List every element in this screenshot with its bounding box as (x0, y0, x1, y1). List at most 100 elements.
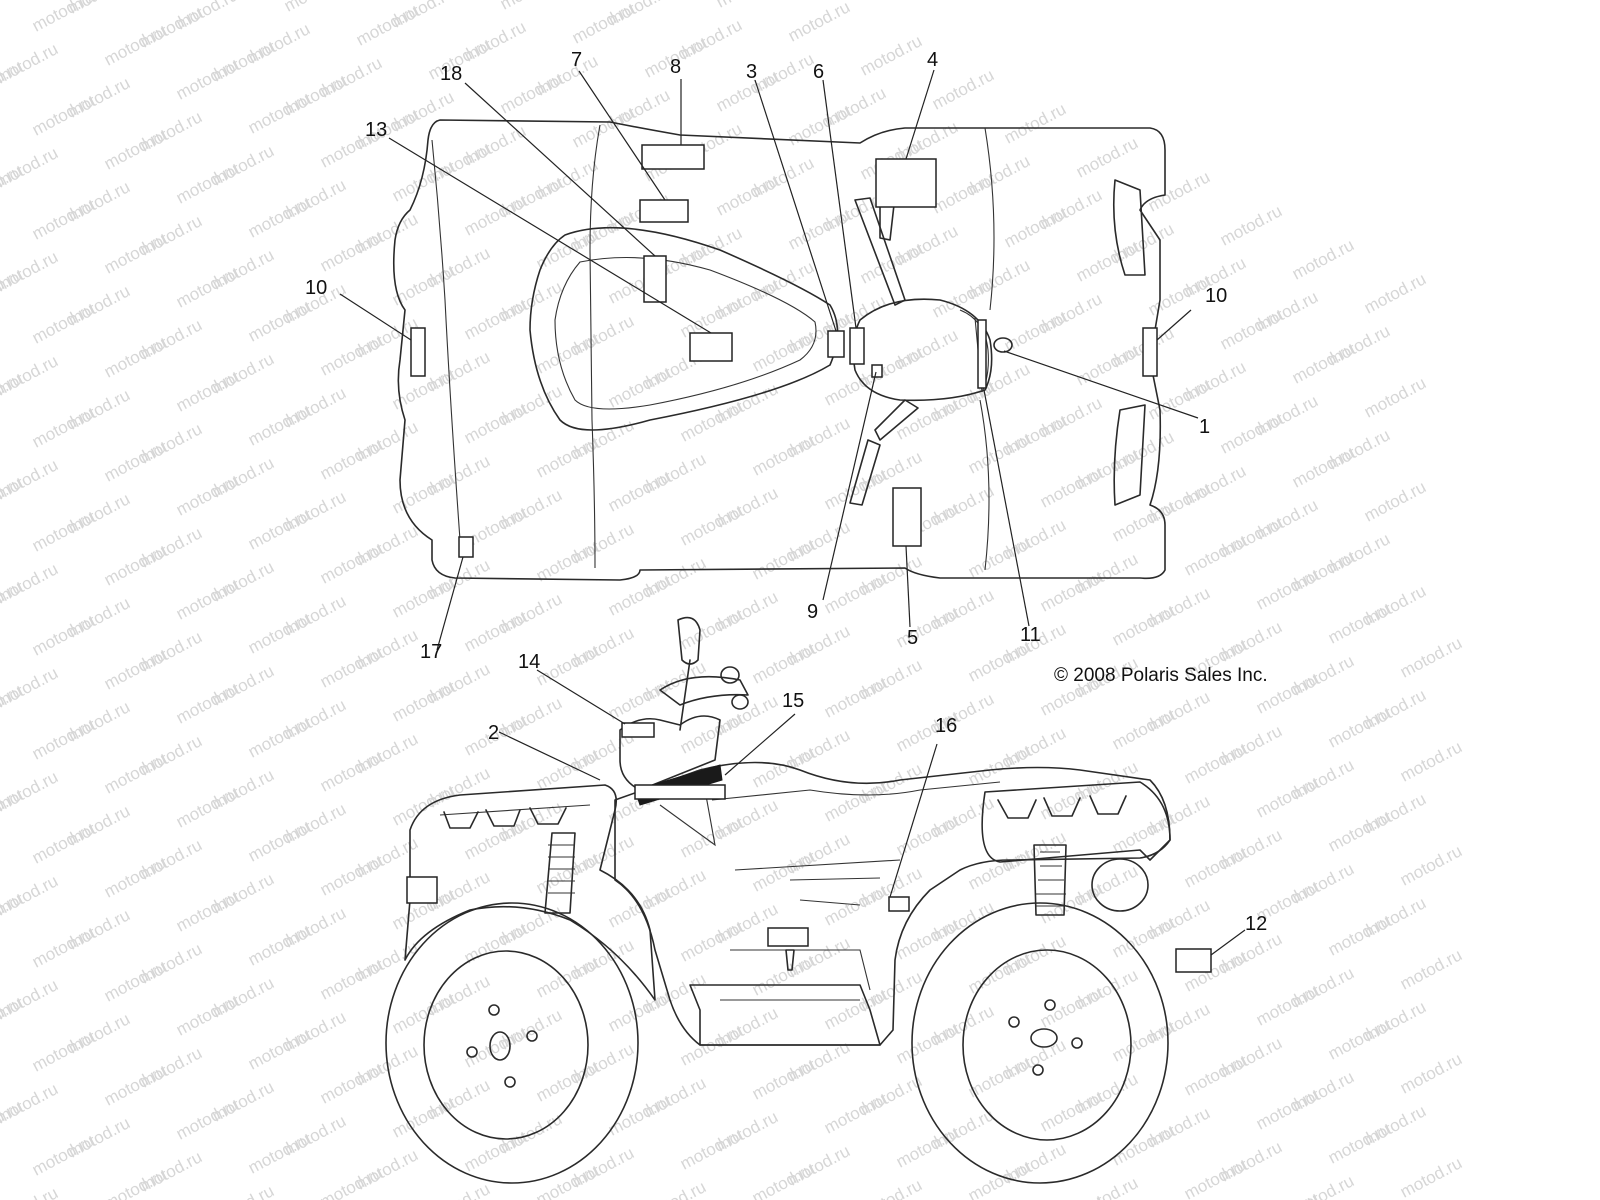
copyright-text: © 2008 Polaris Sales Inc. (1054, 665, 1268, 686)
watermark-text: motod.ru (749, 327, 817, 375)
watermark-text: motod.ru (173, 887, 241, 935)
watermark-text: motod.ru (1181, 531, 1249, 579)
callout-3: 3 (746, 61, 757, 83)
decal-10-right (1142, 327, 1158, 377)
watermark-text: motod.ru (101, 853, 169, 901)
watermark-text: motod.ru (29, 507, 97, 555)
watermark-text: motod.ru (1037, 463, 1105, 511)
watermark-text: motod.ru (1253, 1085, 1321, 1133)
watermark-text: motod.ru (1397, 1153, 1465, 1200)
watermark-text: motod.ru (461, 399, 529, 447)
watermark-text: motod.ru (29, 611, 97, 659)
watermark-text: motod.ru (245, 713, 313, 761)
watermark-text: motod.ru (1397, 737, 1465, 785)
watermark-text: motod.ru (1073, 237, 1141, 285)
watermark-text: motod.ru (1397, 841, 1465, 889)
watermark-text: motod.ru (533, 433, 601, 481)
callout-labels: 1 2 3 4 5 6 7 8 9 10 10 11 12 13 14 15 1… (305, 49, 1267, 935)
watermark-text: motod.ru (317, 955, 385, 1003)
watermark-text: motod.ru (1073, 1173, 1141, 1200)
watermark-text: motod.ru (245, 89, 313, 137)
callout-18: 18 (440, 63, 462, 85)
watermark-text: motod.ru (821, 1193, 889, 1200)
watermark-text: motod.ru (749, 1055, 817, 1103)
watermark-text: motod.ru (1253, 565, 1321, 613)
decal-4 (875, 158, 937, 208)
watermark-text: motod.ru (1181, 843, 1249, 891)
watermark-text: motod.ru (0, 0, 25, 2)
watermark-text: motod.ru (749, 1159, 817, 1200)
watermark-text: motod.ru (245, 505, 313, 553)
watermark-text: motod.ru (173, 55, 241, 103)
watermark-text: motod.ru (1181, 739, 1249, 787)
watermark-text: motod.ru (605, 467, 673, 515)
watermark-text: motod.ru (857, 31, 925, 79)
watermark-text: motod.ru (461, 815, 529, 863)
watermark-text: motod.ru (281, 0, 349, 16)
watermark-text: motod.ru (245, 193, 313, 241)
decal-14 (621, 722, 655, 738)
watermark-text: motod.ru (1325, 1015, 1393, 1063)
callout-7: 7 (571, 49, 582, 71)
watermark-text: motod.ru (353, 1, 421, 49)
watermark-text: motod.ru (785, 0, 853, 46)
callout-2: 2 (488, 722, 499, 744)
watermark-text: motod.ru (1001, 203, 1069, 251)
watermark-text: motod.ru (1253, 1189, 1321, 1200)
watermark-text: motod.ru (173, 471, 241, 519)
watermark-text: motod.ru (29, 819, 97, 867)
rear-light-box (406, 876, 438, 904)
watermark-text: motod.ru (1397, 1049, 1465, 1097)
watermark-text: motod.ru (461, 607, 529, 655)
watermark-text: motod.ru (929, 273, 997, 321)
watermark-text: motod.ru (1217, 201, 1285, 249)
watermark-text: motod.ru (677, 397, 745, 445)
watermark-text: motod.ru (317, 435, 385, 483)
callout-4: 4 (927, 49, 938, 71)
watermark-text: motod.ru (101, 1061, 169, 1109)
watermark-text: motod.ru (605, 363, 673, 411)
watermark-text: motod.ru (1145, 167, 1213, 215)
watermark-text: motod.ru (317, 331, 385, 379)
watermark-text: motod.ru (245, 1025, 313, 1073)
callout-17: 17 (420, 641, 442, 663)
watermark-text: motod.ru (1325, 599, 1393, 647)
watermark-text: motod.ru (821, 673, 889, 721)
watermark-text: motod.ru (101, 333, 169, 381)
watermark-text: motod.ru (1253, 773, 1321, 821)
watermark-text: motod.ru (1361, 373, 1429, 421)
watermark-text: motod.ru (29, 923, 97, 971)
callout-13: 13 (365, 119, 387, 141)
atv-side-view (385, 616, 1212, 1184)
decal-3 (827, 330, 845, 358)
watermark-text: motod.ru (1217, 409, 1285, 457)
watermark-text: motod.ru (749, 431, 817, 479)
watermark-text: motod.ru (1037, 983, 1105, 1031)
watermark-text: motod.ru (821, 465, 889, 513)
watermark-text: motod.ru (389, 781, 457, 829)
watermark-text: motod.ru (173, 159, 241, 207)
watermark-text: motod.ru (893, 603, 961, 651)
watermark-text: motod.ru (497, 0, 565, 14)
decal-12 (1175, 948, 1212, 973)
decal-11 (977, 319, 987, 389)
watermark-text: motod.ru (605, 571, 673, 619)
decal-18 (643, 255, 667, 303)
watermark-text: motod.ru (1325, 807, 1393, 855)
callout-6: 6 (813, 61, 824, 83)
watermark-text: motod.ru (173, 991, 241, 1039)
watermark-text: motod.ru (1037, 1191, 1105, 1200)
callout-5: 5 (907, 627, 918, 649)
watermark-text: motod.ru (29, 1131, 97, 1179)
watermark-text: motod.ru (173, 263, 241, 311)
watermark-text: motod.ru (533, 641, 601, 689)
watermark-text: motod.ru (0, 1183, 61, 1200)
watermark-text: motod.ru (1361, 269, 1429, 317)
watermark-text: motod.ru (893, 915, 961, 963)
watermark-text: motod.ru (317, 539, 385, 587)
watermark-text: motod.ru (677, 1125, 745, 1173)
watermark-text: motod.ru (173, 1095, 241, 1143)
leader-lines (339, 69, 1246, 956)
watermark-text: motod.ru (173, 367, 241, 415)
watermark-text: motod.ru (317, 851, 385, 899)
